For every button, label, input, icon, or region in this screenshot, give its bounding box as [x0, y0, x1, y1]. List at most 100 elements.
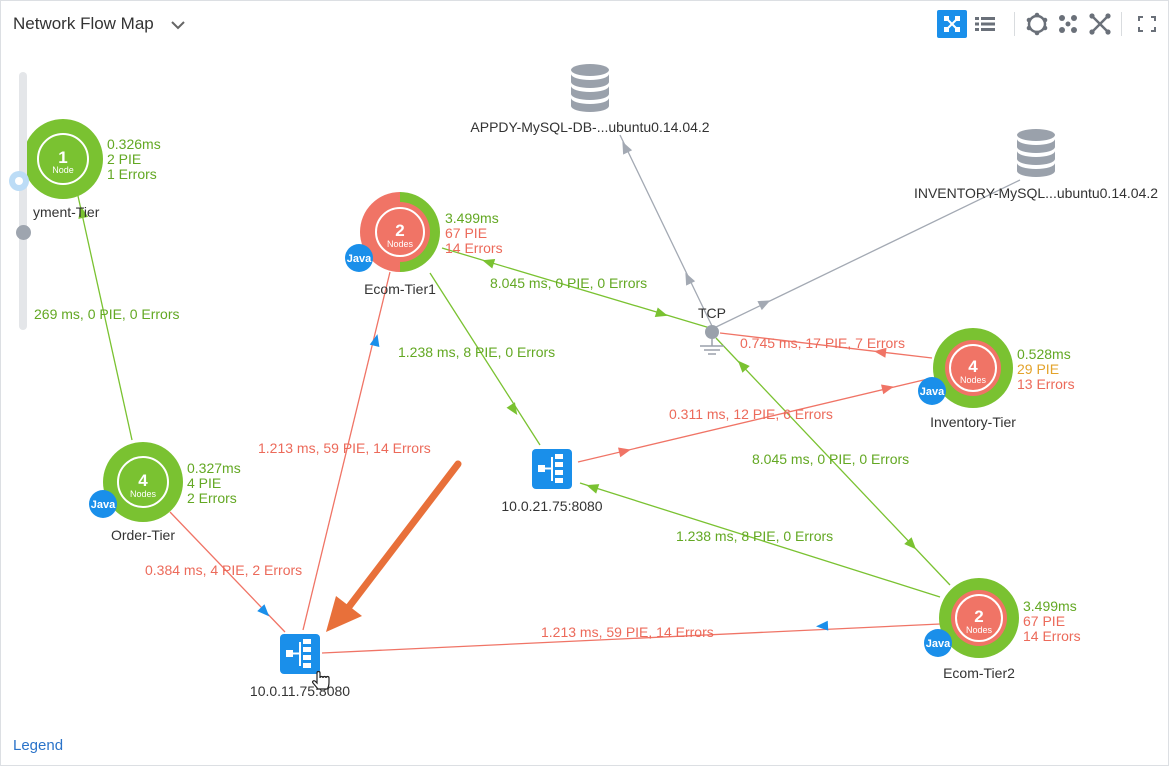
edge-arrow-icon [586, 484, 600, 494]
edge-label: 0.384 ms, 4 PIE, 2 Errors [145, 562, 302, 578]
auto-arrange-icon[interactable] [1085, 10, 1115, 38]
java-badge-icon [918, 377, 946, 405]
edge-label: 269 ms, 0 PIE, 0 Errors [34, 306, 180, 322]
load-balancer-label: 10.0.11.75:8080 [250, 683, 350, 699]
node-count: 1 [58, 148, 67, 167]
toolbar-divider [1014, 12, 1015, 36]
node-count: 4 [968, 357, 978, 376]
tier-ecom1[interactable]: 2 Nodes Java 3.499ms 67 PIE 14 Errors Ec… [345, 190, 503, 297]
database-inventory[interactable]: INVENTORY-MySQL...ubuntu0.14.04.2 [914, 129, 1158, 201]
tier-ecom2[interactable]: 2 Nodes Java 3.499ms 67 PIE 14 Errors Ec… [924, 578, 1081, 681]
tcp-point [705, 325, 719, 339]
edge-arrow-icon [78, 206, 89, 219]
edge-label: 1.213 ms, 59 PIE, 14 Errors [258, 440, 431, 456]
edge-ecom2-lb1[interactable] [579, 480, 941, 598]
metric-time: 3.499ms [445, 210, 499, 226]
metric-errors: 14 Errors [1023, 628, 1081, 644]
metric-time: 3.499ms [1023, 598, 1077, 614]
ground-icon [700, 339, 724, 355]
edge-label: 0.311 ms, 12 PIE, 6 Errors [669, 406, 833, 422]
edge-order-payment[interactable] [76, 195, 133, 441]
tier-order[interactable]: 4 Nodes Java 0.327ms 4 PIE 2 Errors Orde… [89, 442, 241, 543]
hand-cursor-icon [312, 670, 330, 690]
metric-pie: 67 PIE [445, 225, 487, 241]
edge-arrow-icon [618, 447, 631, 458]
edge-arrow-icon [482, 258, 496, 269]
zoom-slider-handle[interactable] [16, 225, 31, 241]
node-unit: Nodes [387, 239, 414, 249]
load-balancer-10-0-21-75[interactable]: 10.0.21.75:8080 [501, 449, 603, 514]
fullscreen-icon[interactable] [1132, 10, 1162, 38]
tier-name: Ecom-Tier2 [943, 665, 1015, 681]
edge-tcp-inventory-db[interactable] [713, 179, 1021, 329]
metric-errors: 13 Errors [1017, 376, 1075, 392]
metric-pie: 4 PIE [187, 475, 221, 491]
edge-arrow-icon [506, 402, 518, 416]
tier-name: yment-Tier [33, 204, 100, 220]
edge-arrow-icon [654, 307, 668, 318]
edge-ecom2-tcp[interactable] [715, 337, 951, 586]
node-count: 2 [974, 607, 983, 626]
node-unit: Node [52, 165, 74, 175]
database-label: INVENTORY-MySQL...ubuntu0.14.04.2 [914, 185, 1158, 201]
metric-time: 0.528ms [1017, 346, 1071, 362]
tier-payment[interactable]: 1 Node 0.326ms 2 PIE 1 Errors yment-Tier [23, 119, 161, 220]
cluster-layout-icon[interactable] [1053, 10, 1083, 38]
database-appdy[interactable]: APPDY-MySQL-DB-...ubuntu0.14.04.2 [470, 64, 710, 135]
tcp-node[interactable]: TCP [698, 305, 726, 355]
annotation-arrow [326, 460, 462, 632]
java-badge-icon [345, 244, 373, 272]
edge-label: 8.045 ms, 0 PIE, 0 Errors [490, 275, 647, 291]
tier-name: Ecom-Tier1 [364, 281, 436, 297]
metric-errors: 1 Errors [107, 166, 157, 182]
edge-ecom2-lb2[interactable] [321, 620, 941, 654]
edge-label: 1.238 ms, 8 PIE, 0 Errors [398, 344, 555, 360]
java-badge-icon [924, 629, 952, 657]
edge-lb2-ecom1[interactable] [302, 271, 391, 631]
edge-order-lb2[interactable] [169, 511, 286, 633]
zoom-slider[interactable] [19, 72, 27, 330]
edge-label: 0.745 ms, 17 PIE, 7 Errors [740, 335, 905, 351]
graph-view-icon[interactable] [937, 10, 967, 38]
edge-label: 1.213 ms, 59 PIE, 14 Errors [541, 624, 714, 640]
circular-layout-icon[interactable] [1022, 10, 1052, 38]
edge-arrow-icon [685, 272, 696, 286]
edge-label: 8.045 ms, 0 PIE, 0 Errors [752, 451, 909, 467]
page-title[interactable]: Network Flow Map [13, 14, 154, 33]
load-balancer-10-0-11-75[interactable]: 10.0.11.75:8080 [250, 634, 350, 699]
database-icon [1017, 129, 1055, 177]
metric-pie: 29 PIE [1017, 361, 1059, 377]
metric-pie: 2 PIE [107, 151, 141, 167]
edge-ecom1-lb1[interactable] [429, 272, 541, 446]
java-badge-label: Java [926, 638, 951, 650]
pan-control-icon[interactable] [8, 170, 30, 192]
edge-inventory-tcp[interactable] [719, 332, 933, 359]
edge-arrow-icon [816, 620, 829, 631]
edge-label: 1.238 ms, 8 PIE, 0 Errors [676, 528, 833, 544]
metric-time: 0.326ms [107, 136, 161, 152]
metric-pie: 67 PIE [1023, 613, 1065, 629]
edge-tcp-appdy-db[interactable] [618, 134, 713, 327]
tier-name: Inventory-Tier [930, 414, 1016, 430]
edge-arrow-icon [757, 300, 771, 311]
edge-arrow-icon [881, 384, 894, 395]
database-icon [571, 64, 609, 112]
node-count: 4 [138, 471, 148, 490]
node-unit: Nodes [966, 625, 993, 635]
metric-time: 0.327ms [187, 460, 241, 476]
edge-lb1-inventory[interactable] [577, 377, 933, 463]
metric-errors: 2 Errors [187, 490, 237, 506]
java-badge-label: Java [347, 253, 372, 265]
edge-arrow-icon [904, 537, 917, 550]
edge-ecom1-tcp[interactable] [441, 247, 711, 329]
java-badge-icon [89, 490, 117, 518]
legend-link[interactable]: Legend [13, 737, 64, 754]
java-badge-label: Java [91, 499, 116, 511]
node-unit: Nodes [130, 489, 157, 499]
tier-inventory[interactable]: 4 Nodes Java 0.528ms 29 PIE 13 Errors In… [918, 328, 1075, 430]
tcp-label: TCP [698, 305, 726, 321]
chevron-down-icon[interactable] [170, 18, 186, 32]
load-balancer-label: 10.0.21.75:8080 [501, 498, 602, 514]
list-view-icon[interactable] [971, 10, 1001, 38]
